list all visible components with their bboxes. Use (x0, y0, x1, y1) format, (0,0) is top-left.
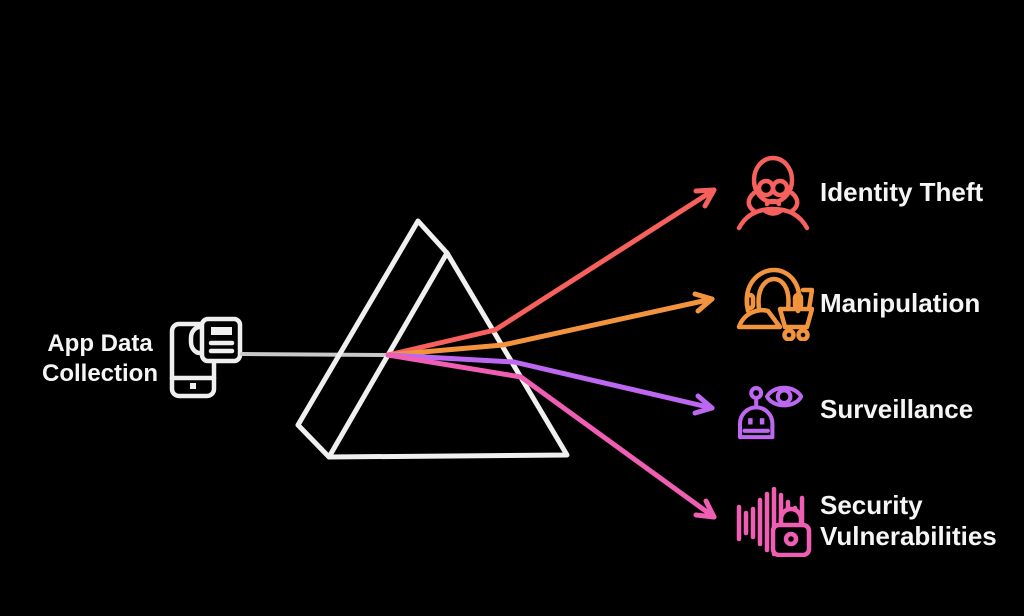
prism-outer-face (295, 218, 570, 460)
ray-line (385, 187, 717, 358)
burglar-mouth (764, 198, 782, 207)
ray-manipulation (385, 291, 715, 358)
padlock-keyhole (783, 531, 799, 547)
voice-wave-padlock-icon (736, 487, 812, 557)
cart-wheel (782, 328, 796, 341)
mask-right-eye (770, 178, 790, 198)
output-label-manipulation: Manipulation (820, 288, 981, 318)
ray-line (385, 296, 715, 358)
ray-surveillance (385, 352, 715, 416)
eye-outline (764, 385, 803, 408)
output-label-identity-theft: Identity Theft (820, 177, 984, 207)
burglar-head (751, 155, 795, 205)
robot-eye-icon (737, 385, 803, 440)
output-label-security-vulnerabilities: Security Vulnerabilities (820, 490, 997, 551)
document-header-bar (211, 327, 232, 335)
ray-security-vulnerabilities (385, 352, 717, 520)
robot-eye (748, 418, 753, 425)
arrowhead (692, 393, 715, 416)
phone-home-button (190, 383, 196, 389)
robot-head (737, 405, 775, 440)
arrowhead (693, 187, 717, 209)
ray-identity-theft (385, 187, 717, 358)
output-label-surveillance: Surveillance (820, 394, 974, 424)
headset-left-earpiece (744, 292, 756, 311)
cart-wheel (796, 328, 810, 341)
person-torso (736, 307, 783, 330)
eye-pupil (775, 388, 793, 405)
cart-basket (777, 306, 814, 330)
ray-line (385, 352, 717, 520)
ray-line (385, 352, 715, 411)
source-label: App Data Collection (41, 330, 158, 387)
padlock-body (770, 522, 812, 557)
smartphone-app-data-icon (169, 316, 243, 399)
light-beam-line (240, 352, 390, 357)
telemarketer-shopping-cart-icon (736, 267, 814, 341)
burglar-shoulders (736, 206, 810, 231)
burglar-left-hand (746, 190, 757, 214)
arrowhead (692, 291, 715, 314)
cart-handle (800, 287, 814, 312)
arrowhead (693, 498, 717, 520)
person-hair (744, 267, 802, 314)
burglar-mask-icon (736, 155, 810, 231)
person-face (756, 276, 791, 312)
padlock-shackle (778, 506, 804, 528)
robot-eye (759, 418, 765, 425)
burglar-right-hand (789, 190, 800, 214)
